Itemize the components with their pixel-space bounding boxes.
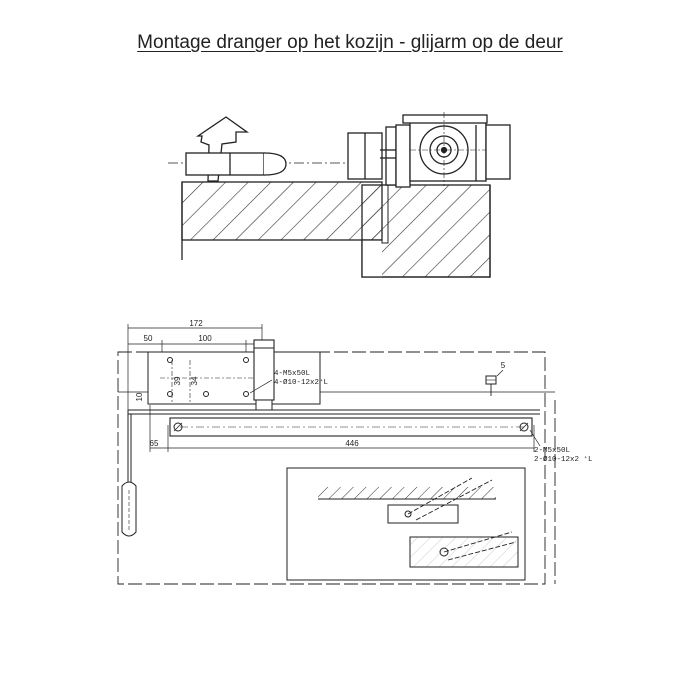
mounting-holes bbox=[167, 357, 249, 397]
label-track-washers: 2-Ø10-12x2 ⁺L bbox=[534, 455, 593, 464]
door-section bbox=[361, 184, 491, 278]
dim-hole-height-a: 39 bbox=[173, 376, 182, 385]
dim-screw-detail: 5 bbox=[501, 361, 506, 370]
section-view bbox=[168, 112, 511, 278]
dim-door-offset: 65 bbox=[150, 439, 159, 448]
dim-left-offset: 50 bbox=[144, 334, 153, 343]
elevation-view bbox=[117, 324, 556, 585]
dim-track-length: 446 bbox=[345, 439, 359, 448]
label-closer-screws: 4-M5x50L bbox=[274, 370, 311, 378]
label-closer-washers: 4-Ø10-12x2⁺L bbox=[274, 378, 329, 387]
dim-hole-height-b: 34 bbox=[190, 376, 199, 385]
screw-detail-icon bbox=[485, 369, 504, 396]
label-track-screws: 2-M5x50L bbox=[534, 447, 571, 455]
arm-rod bbox=[185, 152, 287, 176]
dim-arm-height: 10 bbox=[135, 392, 144, 401]
detail-box bbox=[286, 467, 526, 581]
closer-body-section bbox=[347, 112, 511, 188]
dim-hole-spacing: 100 bbox=[198, 334, 212, 343]
closer-body bbox=[253, 339, 275, 401]
dim-overall-width: 172 bbox=[189, 319, 203, 328]
frame-section bbox=[181, 181, 383, 241]
hanging-weight bbox=[121, 481, 137, 537]
page-title: Montage dranger op het kozijn - glijarm … bbox=[137, 32, 563, 53]
